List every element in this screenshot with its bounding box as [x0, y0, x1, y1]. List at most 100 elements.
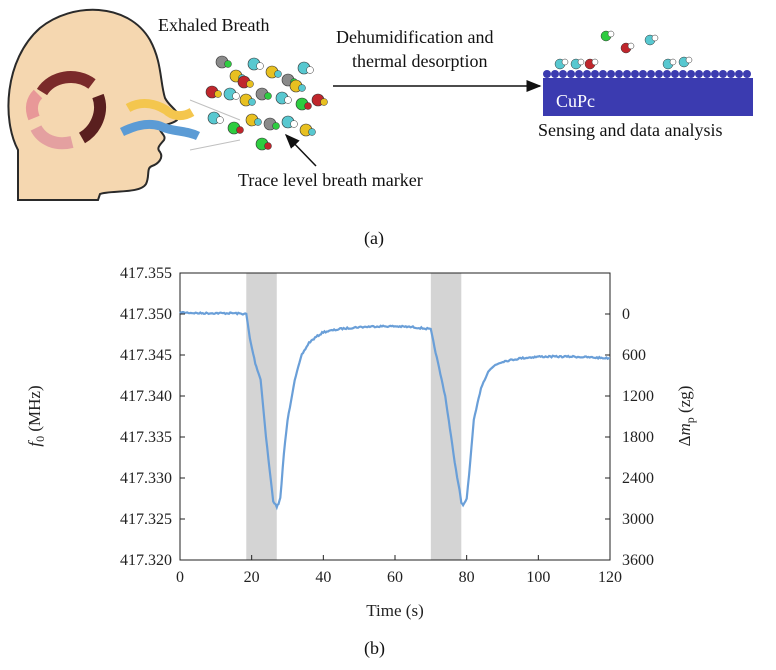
sensor-bead — [583, 70, 591, 78]
molecule — [308, 128, 316, 136]
plot-frame — [179, 272, 611, 561]
molecule — [224, 60, 232, 68]
y-tick-label: 417.335 — [120, 429, 172, 446]
molecule — [298, 84, 306, 92]
molecule — [236, 126, 244, 134]
x-tick-label: 40 — [315, 569, 331, 586]
y-tick-label: 417.330 — [120, 470, 172, 487]
x-tick-label: 80 — [459, 569, 475, 586]
molecule — [304, 102, 312, 110]
adsorbed-molecule — [651, 34, 659, 42]
sensor-bead — [599, 70, 607, 78]
panel-a-label: (a) — [364, 228, 384, 248]
sensor-bead — [575, 70, 583, 78]
adsorbed-molecule — [561, 58, 569, 66]
sensor-bead — [735, 70, 743, 78]
frequency-chart: 0 20 40 60 80 100 120 417.320 417.325 417.330 417… — [25, 265, 697, 620]
sensor-block: CuPc — [543, 30, 753, 116]
cycle-arrow-bottom-icon — [30, 124, 74, 150]
adsorbed-molecule — [607, 30, 615, 38]
sensor-bead — [543, 70, 551, 78]
adsorbed-molecule — [577, 58, 585, 66]
molecule — [272, 122, 280, 130]
molecule — [256, 62, 264, 70]
sensor-bead — [743, 70, 751, 78]
cycle-arrow-left-icon — [25, 89, 43, 121]
trace-marker-label: Trace level breath marker — [238, 170, 423, 190]
right-axis-title: Δmp (zg) — [675, 386, 697, 447]
x-axis-title: Time (s) — [366, 601, 423, 620]
sensor-bead — [679, 70, 687, 78]
dehumidification-label: Dehumidification and — [336, 27, 494, 47]
y2-tick-label: 0 — [622, 306, 630, 323]
cycle-arrow-top-icon — [36, 71, 96, 96]
sensor-bead — [687, 70, 695, 78]
molecule-cluster — [205, 55, 328, 151]
molecule — [290, 120, 298, 128]
molecule — [306, 66, 314, 74]
molecule — [254, 118, 262, 126]
y-tick-label: 417.345 — [120, 347, 172, 364]
x-tick-label: 60 — [387, 569, 403, 586]
cupc-label: CuPc — [556, 91, 595, 111]
adsorbed-molecule — [685, 56, 693, 64]
x-tick-label: 120 — [598, 569, 622, 586]
y2-tick-label: 2400 — [622, 470, 654, 487]
left-axis-title: f0 (MHz) — [25, 385, 47, 446]
sensor-bead — [663, 70, 671, 78]
adsorbed-molecules — [554, 30, 693, 70]
sensor-bead — [647, 70, 655, 78]
cycle-arrow-right-icon — [78, 93, 106, 144]
sensor-bead — [711, 70, 719, 78]
x-tick-label: 20 — [244, 569, 260, 586]
sensor-bead — [631, 70, 639, 78]
sensor-bead — [551, 70, 559, 78]
y2-tick-label: 600 — [622, 347, 646, 364]
molecule — [264, 142, 272, 150]
exhaled-breath-label: Exhaled Breath — [158, 15, 270, 35]
x-tick-label: 0 — [176, 569, 184, 586]
x-tick-label: 100 — [526, 569, 550, 586]
breath-arrow-yellow-icon — [125, 99, 195, 121]
y-tick-label: 417.340 — [120, 388, 172, 405]
breath-arrow-blue-icon — [119, 119, 201, 141]
adsorbed-molecule — [627, 42, 635, 50]
y-tick-label: 417.320 — [120, 552, 172, 569]
molecule — [264, 92, 272, 100]
molecule — [320, 98, 328, 106]
exposure-shade-2 — [430, 273, 462, 560]
adsorbed-molecule — [669, 58, 677, 66]
molecule — [274, 70, 282, 78]
sensor-bead — [695, 70, 703, 78]
sensor-bead — [639, 70, 647, 78]
y-tick-label: 417.325 — [120, 511, 172, 528]
sensor-bead — [623, 70, 631, 78]
molecule — [216, 116, 224, 124]
y-tick-label: 417.350 — [120, 306, 172, 323]
thermal-desorption-label: thermal desorption — [352, 51, 488, 71]
sensing-analysis-label: Sensing and data analysis — [538, 120, 723, 140]
y2-tick-label: 1800 — [622, 429, 654, 446]
sensor-bead — [703, 70, 711, 78]
molecule — [284, 96, 292, 104]
cupc-block — [543, 78, 753, 116]
exposure-shade-1 — [246, 273, 277, 560]
molecule — [214, 90, 222, 98]
molecule — [248, 98, 256, 106]
sensor-bead — [567, 70, 575, 78]
sensor-bead — [615, 70, 623, 78]
sensor-bead — [655, 70, 663, 78]
sensor-bead — [559, 70, 567, 78]
molecule — [246, 80, 254, 88]
y2-tick-label: 1200 — [622, 388, 654, 405]
adsorbed-molecule — [591, 58, 599, 66]
panel-b-label: (b) — [364, 638, 385, 658]
frequency-series-line — [179, 310, 611, 511]
sensor-bead — [591, 70, 599, 78]
marker-pointer-arrow — [284, 133, 317, 167]
head-illustration — [7, 8, 241, 201]
y2-tick-label: 3600 — [622, 552, 654, 569]
sensor-surface-beads — [543, 70, 751, 78]
sensor-bead — [719, 70, 727, 78]
